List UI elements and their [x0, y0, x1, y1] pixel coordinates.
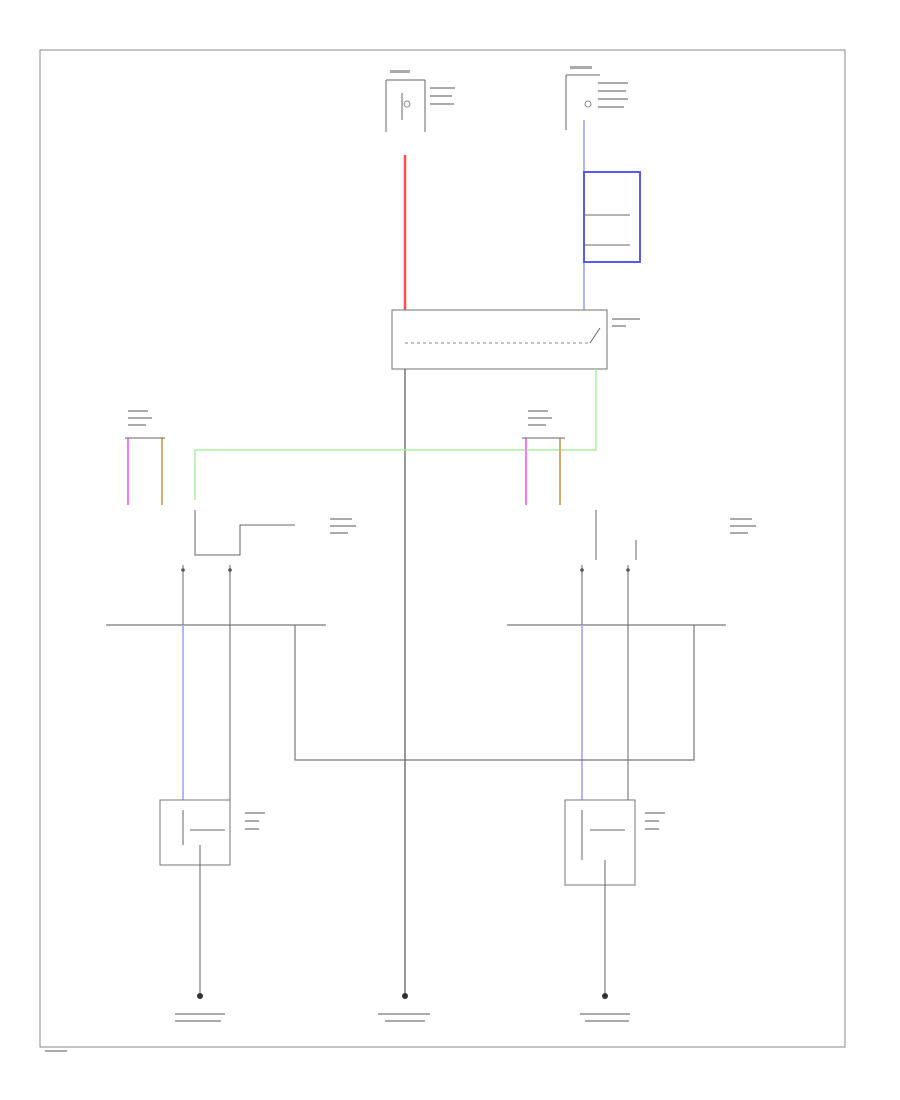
connector-left	[125, 437, 165, 505]
label-marks	[45, 66, 756, 1052]
relay-block-blue	[583, 171, 641, 263]
connector-right	[522, 437, 565, 505]
left-seat-heater	[159, 799, 231, 999]
fuse-symbol	[584, 100, 592, 108]
fuse-symbol	[403, 100, 411, 108]
ground-point-center	[402, 993, 408, 999]
fuse-box-right	[565, 74, 600, 130]
green-wire	[194, 369, 597, 500]
seat-heater-relay	[391, 309, 608, 370]
right-seat-heater	[564, 799, 636, 999]
fuse-box-left	[385, 79, 426, 132]
right-seat-switch	[580, 510, 637, 625]
common-ground-loop	[294, 625, 695, 761]
left-seat-switch	[181, 510, 295, 625]
diagram-frame	[39, 49, 846, 1048]
